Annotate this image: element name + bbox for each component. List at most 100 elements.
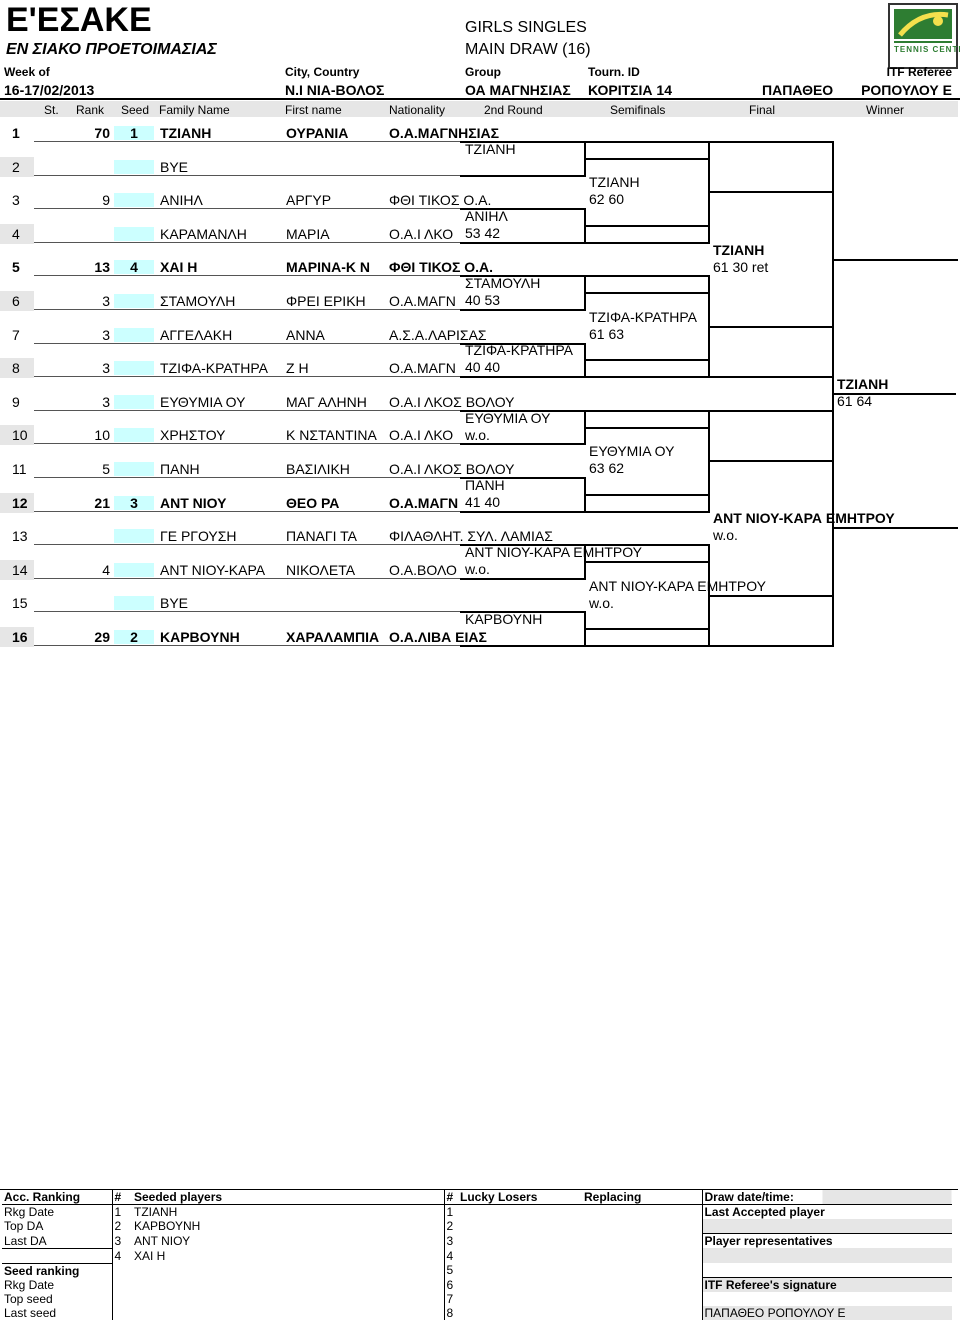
- seed-number: [112, 1278, 132, 1293]
- seeded-player-name: ΚΑΡΒΟΥΝΗ: [132, 1219, 445, 1234]
- seed-cell: [114, 630, 154, 644]
- itf-referee-label: ITF Referee: [886, 65, 952, 79]
- round2-bracket-top: [460, 141, 586, 143]
- referee-last-value: ΡΟΠΟΥΛΟΥ Ε: [861, 82, 952, 98]
- ll-number-header: #: [444, 1190, 458, 1205]
- footer-left-label: Rkg Date: [2, 1204, 113, 1219]
- pair-shade: [0, 291, 34, 311]
- footer-left-label: Seed ranking: [2, 1263, 113, 1278]
- round2-winner-name: ΣΤΑΜΟΥΛΗ: [465, 275, 541, 292]
- quarterfinals-bracket-bottom: [584, 376, 710, 379]
- player-rank: 29: [94, 629, 110, 645]
- round2-advance-line: [584, 359, 710, 362]
- round2-winner-name: ΠΑΝΗ: [465, 476, 505, 493]
- col-winner: Winner: [866, 103, 905, 117]
- lucky-loser-name: [458, 1248, 582, 1263]
- player-family-name: BYE: [160, 158, 189, 175]
- quarterfinals-score: 61 63: [589, 325, 625, 342]
- seed-cell: [114, 428, 154, 443]
- player-row-line: [34, 611, 460, 613]
- round2-score: 53 42: [465, 225, 501, 241]
- ll-number: 4: [446, 1248, 454, 1263]
- quarterfinals-winner-name: ΤΖΙΑΝΗ: [589, 174, 640, 191]
- player-rank: 3: [102, 293, 110, 309]
- player-family-name: ΧΑΙ Η: [160, 259, 198, 276]
- player-row-line: [34, 141, 460, 142]
- player-first-name: ΠΑΝΑΓΙ ΤΑ: [286, 528, 357, 545]
- replacing-name: [582, 1292, 703, 1306]
- col-family-name: Family Name: [159, 103, 230, 117]
- player-rank: 4: [102, 561, 110, 578]
- pair-shade: [0, 492, 34, 513]
- player-first-name: ΝΙΚΟΛΕΤΑ: [286, 561, 356, 578]
- seeded-player-name: ΑΝΤ ΝΙΟΥ: [132, 1233, 445, 1248]
- group-value: ΟΑ ΜΑΓΝΗΣΙΑΣ: [465, 82, 571, 98]
- player-rank: 3: [102, 393, 110, 410]
- footer-right-label: ΠΑΠΑΘΕΟ ΡΟΠΟΥΛΟΥ Ε: [702, 1306, 952, 1320]
- footer-right-label: [702, 1248, 952, 1263]
- pair-shade: [0, 156, 34, 177]
- round2-advance-line: [584, 225, 710, 227]
- quarterfinals-advance-line: [708, 460, 834, 463]
- player-row-line: [34, 544, 460, 546]
- player-rank: 3: [102, 360, 110, 377]
- seeded-player-name: [132, 1277, 445, 1292]
- draw-position: 14: [12, 561, 28, 578]
- seed-cell: [114, 126, 154, 140]
- col-nationality: Nationality: [389, 103, 446, 117]
- footer-right-label: [702, 1263, 952, 1278]
- round2-bracket-top: [460, 544, 586, 547]
- col-first-name: First name: [285, 103, 342, 117]
- lucky-losers-header: Lucky Losers: [458, 1190, 582, 1205]
- seeded-player-name: [132, 1292, 445, 1306]
- seed-cell: [114, 361, 154, 376]
- round2-winner-name: ΤΖΙΦΑ-ΚΡΑΤΗΡΑ: [465, 342, 573, 359]
- footer-right-label: Last Accepted player: [704, 1205, 825, 1219]
- draw-position: 4: [12, 225, 20, 242]
- round2-winner-name: ΤΖΙΑΝΗ: [465, 140, 516, 157]
- player-seed: 4: [130, 259, 138, 276]
- col-rank: Rank: [76, 103, 105, 117]
- round2-advance-line: [584, 426, 710, 429]
- replacing-name: [582, 1219, 703, 1234]
- round2-score: w.o.: [465, 426, 490, 443]
- semifinals-bracket-bottom: [708, 645, 834, 647]
- round2-bracket-top: [460, 409, 586, 412]
- quarterfinals-bracket-top: [584, 275, 710, 278]
- quarterfinals-winner-name: ΑΝΤ ΝΙΟΥ-ΚΑΡΑ ΕΜΗΤΡΟΥ: [589, 577, 767, 594]
- week-of-value: 16-17/02/2013: [4, 82, 95, 98]
- quarterfinals-score: w.o.: [589, 594, 614, 611]
- player-club: Ο.Α.Ι ΛΚΟ: [389, 427, 454, 444]
- round2-score: 40 40: [465, 359, 501, 376]
- lucky-loser-name: [458, 1292, 582, 1306]
- seed-cell: [114, 226, 154, 241]
- semifinals-bracket-top: [708, 141, 834, 143]
- round2-winner-name: ΕΥΘΥΜΙΑ ΟΥ: [465, 409, 551, 426]
- player-row-line: [34, 376, 460, 378]
- player-first-name: Κ ΝΣΤΑΝΤΙΝΑ: [286, 427, 377, 444]
- footer-left-label: Last DA: [2, 1233, 113, 1249]
- player-club: Ο.Α.ΜΑΓΝΗΣΙΑΣ: [389, 125, 499, 141]
- footer-left-label: [2, 1248, 113, 1264]
- player-first-name: ΑΡΓΥΡ: [286, 192, 332, 209]
- player-seed: 3: [130, 494, 138, 511]
- semifinals-winner-name: ΤΖΙΑΝΗ: [713, 241, 765, 258]
- player-family-name: ΓΕ ΡΓΟΥΣΗ: [160, 528, 237, 545]
- semifinals-winner-name: ΑΝΤ ΝΙΟΥ-ΚΑΡΑ ΕΜΗΤΡΟΥ: [713, 510, 895, 527]
- round2-winner-name: ΑΝΙΗΛ: [465, 208, 508, 224]
- col-semifinals: Semifinals: [610, 103, 666, 117]
- draw-position: 16: [12, 629, 28, 645]
- player-row-line: [34, 275, 460, 277]
- semifinals-bracket-bottom: [708, 376, 834, 379]
- player-club: Ο.Α.Ι ΛΚΟ: [389, 225, 454, 242]
- round2-bracket-bottom: [460, 577, 586, 580]
- logo-text: TENNIS CENTRE: [894, 45, 960, 54]
- seeded-players-header: Seeded players: [132, 1190, 445, 1205]
- round2-score: w.o.: [465, 561, 490, 577]
- champion-line: [832, 393, 956, 395]
- seed-cell: [114, 562, 154, 577]
- quarterfinals-bracket-top: [584, 141, 710, 143]
